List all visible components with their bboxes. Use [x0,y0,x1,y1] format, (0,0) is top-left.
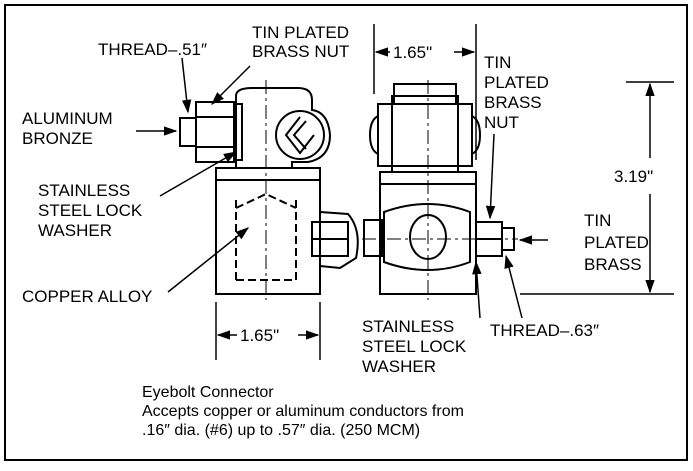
label-stainless-right-3: WASHER [362,357,436,376]
label-tin-plated-brass-right-1: TIN [584,211,611,230]
label-aluminum-bronze-2: BRONZE [22,129,93,148]
caption-line-3: .16″ dia. (#6) up to .57″ dia. (250 MCM) [142,422,420,439]
label-copper-alloy: COPPER ALLOY [22,287,152,306]
left-view-connector [179,80,359,300]
label-dim-height-319: 3.19" [614,167,653,186]
label-tin-plated-brass-right-2: PLATED [584,233,649,252]
label-tin-plated-brass-nut-right-3: BRASS [484,93,542,112]
label-tin-plated-brass-nut-right-2: PLATED [484,73,549,92]
label-dim-bottom-165: 1.65" [240,326,279,345]
label-stainless-left-1: STAINLESS [38,181,130,200]
caption-line-2: Accepts copper or aluminum conductors fr… [142,403,464,420]
label-thread-51: THREAD–.51″ [98,40,207,59]
dimension-lines [215,24,674,360]
label-thread-63: THREAD–.63″ [490,321,599,340]
frame-border [4,4,688,461]
label-tin-plated-brass-nut-left-2: BRASS NUT [252,42,349,61]
label-stainless-right-2: STEEL LOCK [362,337,467,356]
label-tin-plated-brass-nut-left-1: TIN PLATED [252,23,349,42]
label-tin-plated-brass-nut-right-1: TIN [484,53,511,72]
caption-title: Eyebolt Connector [142,384,274,401]
label-tin-plated-brass-right-3: BRASS [584,255,642,274]
label-dim-top-165: 1.65" [393,43,432,62]
label-tin-plated-brass-nut-right-4: NUT [484,113,519,132]
right-view-connector [362,80,518,300]
label-stainless-left-2: STEEL LOCK [38,201,143,220]
leader-lines [136,57,548,319]
label-aluminum-bronze-1: ALUMINUM [22,109,113,128]
label-stainless-left-3: WASHER [38,221,112,240]
label-stainless-right-1: STAINLESS [362,317,454,336]
